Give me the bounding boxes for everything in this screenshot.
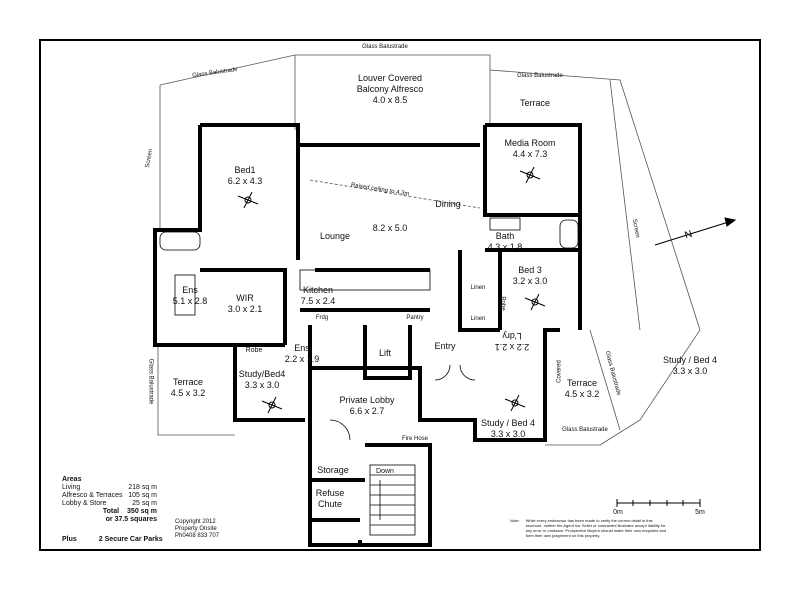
storage-label: Storage bbox=[317, 465, 349, 475]
scale-bar bbox=[616, 499, 701, 507]
linen1-label: Linen bbox=[470, 285, 486, 291]
page-border bbox=[39, 39, 761, 551]
walls bbox=[153, 123, 582, 547]
glass-balustrade-top: Glass Balustrade bbox=[362, 44, 408, 50]
balustrade-lines bbox=[157, 54, 701, 446]
lounge-label: Lounge bbox=[319, 231, 351, 241]
robe3-label: Robe bbox=[499, 296, 506, 311]
lounge-size: 8.2 x 5.0 bbox=[372, 223, 408, 233]
dining-label: Dining bbox=[435, 199, 461, 209]
glass-balustrade-right-top: Glass Balustrade bbox=[517, 73, 563, 79]
areas-title: Areas bbox=[62, 476, 82, 483]
lift-label: Lift bbox=[378, 348, 392, 358]
glass-balustrade-left-side: Glass Balustrade bbox=[147, 358, 154, 405]
scale-end: 5m bbox=[695, 509, 705, 516]
north-arrow-icon: N bbox=[654, 217, 737, 246]
glass-balustrade-bottom: Glass Balustrade bbox=[562, 427, 608, 433]
covered-label: Covered bbox=[556, 360, 563, 383]
fridge-label: Frdg bbox=[315, 315, 329, 321]
stairs-down-label: Down bbox=[376, 468, 394, 475]
pantry-label: Pantry bbox=[406, 315, 424, 321]
terrace-top-label: Terrace bbox=[519, 98, 551, 108]
scale-start: 0m bbox=[613, 509, 623, 516]
ceiling-fan-icons bbox=[237, 166, 546, 414]
svg-text:N: N bbox=[683, 229, 693, 242]
fire-hose-label: Fire Hose bbox=[401, 436, 429, 442]
entry-label: Entry bbox=[434, 341, 456, 351]
robe4-label: Robe bbox=[245, 347, 263, 354]
linen2-label: Linen bbox=[470, 316, 486, 322]
disclaimer-note: Note:While every endeavour has been made… bbox=[510, 518, 667, 538]
fixtures bbox=[159, 217, 579, 536]
